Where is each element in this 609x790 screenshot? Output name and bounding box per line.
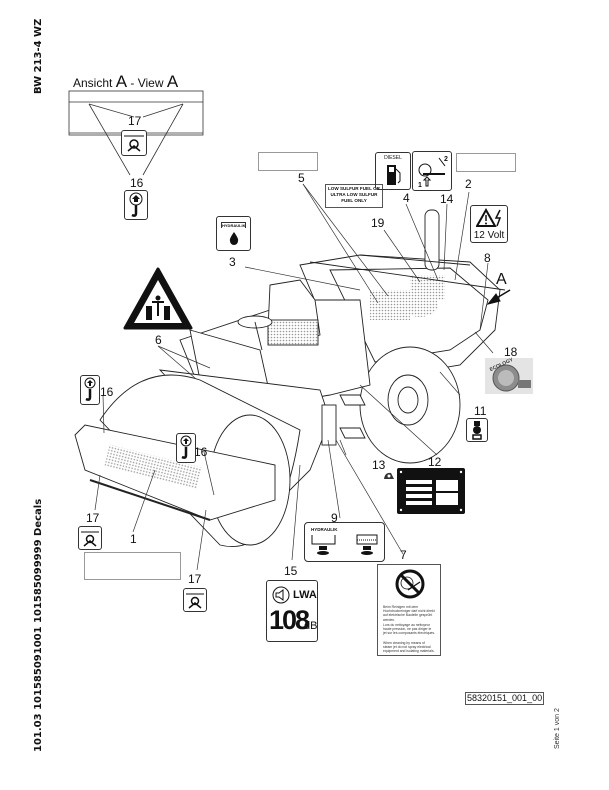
page-note: Seite 1 von 2 <box>554 708 561 749</box>
callout-16-mid: 16 <box>194 445 208 459</box>
decal-6-crush-warning <box>123 267 193 330</box>
callout-14: 14 <box>440 192 454 206</box>
sound-power-unit: dB <box>304 620 318 632</box>
callout-17-left: 17 <box>86 511 100 525</box>
drawing-number: 58320151_001_00 <box>465 692 545 705</box>
leader-lines <box>94 183 494 571</box>
view-a-detail <box>68 90 204 176</box>
decal-17-view <box>121 130 147 156</box>
blank-label-1 <box>84 552 181 580</box>
hydraulik-label: HYDRAULIK <box>221 222 246 228</box>
scraper-warning-icon <box>124 135 144 152</box>
sound-power-label: LWA <box>293 589 317 601</box>
voltage-label: 12 Volt <box>473 230 505 241</box>
decal-9-hydraulic-level: HYDRAULIK <box>304 522 385 562</box>
callout-6: 6 <box>155 333 162 347</box>
view-title-letter: A <box>115 72 128 91</box>
callout-13: 13 <box>372 458 386 472</box>
decal-16-mid <box>176 433 196 463</box>
person-icon <box>155 295 161 301</box>
blank-label-5 <box>258 152 318 171</box>
callout-16-left: 16 <box>100 385 114 399</box>
callout-5: 5 <box>298 171 305 185</box>
lifting-hook-icon <box>180 435 192 459</box>
lifting-hook-icon <box>84 377 96 401</box>
callout-17-bottom: 17 <box>188 572 202 586</box>
cleaning-notice-fr: Lors du nettoyage au nettoyeur haute pre… <box>383 623 436 636</box>
callout-11: 11 <box>474 404 487 418</box>
grease-nipple-icon <box>472 421 482 440</box>
decal-13-small-icon <box>384 472 394 479</box>
ecology-badge-icon <box>485 358 533 394</box>
lifting-hook-icon <box>129 192 143 217</box>
callout-18: 18 <box>504 345 518 359</box>
scraper-warning-icon <box>186 593 204 609</box>
callout-15: 15 <box>284 564 298 578</box>
decal-18-ecology: ECOLOGY <box>485 357 533 394</box>
blank-label-2 <box>456 153 516 172</box>
decal-17-bottom <box>183 588 207 612</box>
sound-power-value: 108 <box>269 605 310 635</box>
view-title-separator: - View <box>127 76 167 90</box>
decal-4-diesel: DIESEL <box>375 152 411 190</box>
oil-drop-icon <box>229 232 239 245</box>
decal-12-type-plate <box>397 468 465 514</box>
callout-4: 4 <box>403 191 410 205</box>
decal-11-lubrication <box>466 418 488 442</box>
decal-15-sound-power: LWA 108 dB <box>266 580 318 642</box>
view-arrow <box>486 289 511 305</box>
svg-text:2: 2 <box>444 156 448 163</box>
callout-12: 12 <box>428 455 442 469</box>
oil-level-icons <box>311 534 378 555</box>
view-a-title: Ansicht A - View A <box>73 72 178 92</box>
cleaning-notice-en: When cleaning by means of steam jet do n… <box>383 641 435 654</box>
fuel-note-line-3: FUEL ONLY <box>341 198 367 203</box>
hood-lever-icon: 21 <box>418 156 448 189</box>
callout-2: 2 <box>465 177 472 191</box>
callout-7: 7 <box>400 548 407 562</box>
no-spray-icon <box>395 569 425 599</box>
decal-17-left <box>78 526 102 550</box>
callout-17-view: 17 <box>128 114 142 128</box>
fuel-note-line-2: ULTRA LOW SULFUR <box>330 192 378 197</box>
callout-1: 1 <box>130 532 137 546</box>
callout-19: 19 <box>371 216 385 230</box>
fuel-pump-icon <box>387 165 401 185</box>
scraper-warning-icon <box>81 531 99 547</box>
callout-8: 8 <box>484 251 491 265</box>
svg-text:1: 1 <box>418 182 422 189</box>
decal-8-12-volt: 12 Volt <box>470 205 508 243</box>
diesel-label: DIESEL <box>384 155 402 161</box>
type-plate-fields <box>399 470 463 512</box>
callout-9: 9 <box>331 511 338 525</box>
hydraulik-label-9: HYDRAULIK <box>311 527 338 532</box>
roller-body <box>74 209 506 547</box>
cleaning-notice-de: Beim Reinigen mit dem Hochdruckreiniger … <box>383 605 435 622</box>
callout-view-arrow-a: A <box>496 271 507 288</box>
decal-7-cleaning-notice: Beim Reinigen mit dem Hochdruckreiniger … <box>377 564 441 656</box>
decal-3-hydraulic-oil: HYDRAULIK <box>216 216 251 251</box>
decal-low-sulfur-fuel: LOW SULFUR FUEL OR ULTRA LOW SULFUR FUEL… <box>325 184 383 208</box>
view-title-letter-2: A <box>166 72 179 91</box>
fuel-note-line-1: LOW SULFUR FUEL OR <box>328 186 380 191</box>
electrical-warning-icon <box>476 208 502 227</box>
decal-16-view <box>124 190 148 220</box>
callout-16-view: 16 <box>130 176 144 190</box>
view-title-prefix: Ansicht <box>73 76 116 90</box>
speaker-icon <box>272 586 290 604</box>
callout-3: 3 <box>229 255 236 269</box>
decal-16-left <box>80 375 100 405</box>
